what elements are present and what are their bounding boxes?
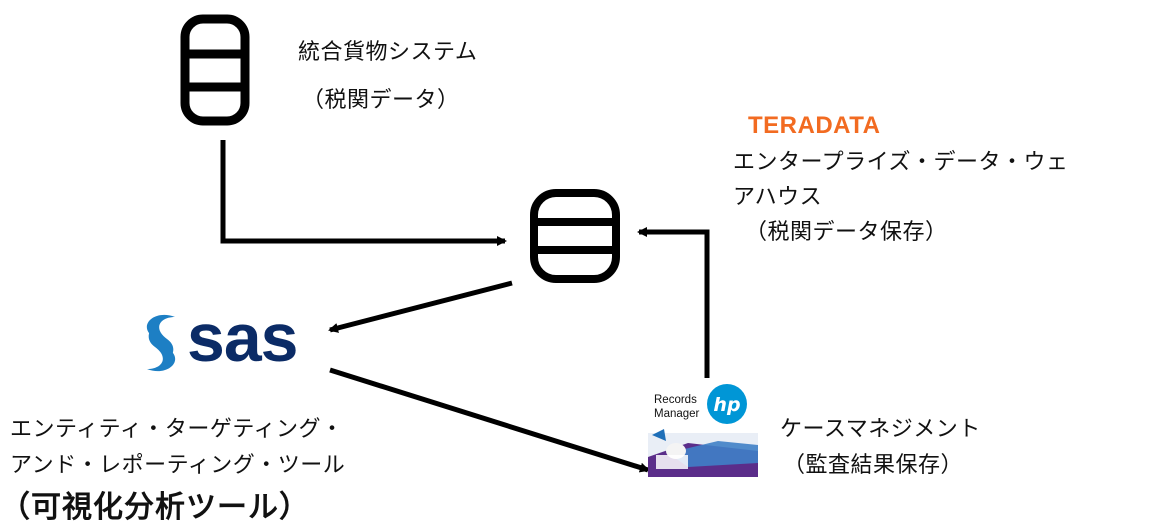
sas-tool-title-line1: エンティティ・ターゲティング・ [10,417,344,442]
warehouse-title-line2: アハウス [733,185,823,210]
arrow-sas-to-case [329,367,650,473]
cargo-system-subtitle: （税関データ） [302,88,460,113]
arrow-warehouse-to-sas [328,280,513,333]
records-manager-logo: Records Manager hp [648,383,758,477]
warehouse-subtitle: （税関データ保存） [745,220,948,245]
records-manager-graphic [648,429,758,477]
hp-logo-icon: hp [707,384,747,424]
svg-text:hp: hp [713,394,740,416]
records-manager-brand-line2: Manager [654,408,700,420]
sas-logo: sas [135,300,325,377]
database-icon [180,14,250,126]
sas-wordmark: sas [187,300,298,376]
warehouse-title-line1: エンタープライズ・データ・ウェ [733,150,1069,175]
cargo-system-title: 統合貨物システム [298,40,478,65]
arrow-cargo-to-warehouse [220,140,507,246]
case-mgmt-subtitle: （監査結果保存） [783,453,964,478]
arrow-case-to-warehouse [637,227,710,378]
sas-tool-title-line2: アンド・レポーティング・ツール [10,453,346,478]
case-mgmt-title: ケースマネジメント [780,417,981,442]
sas-tool-subtitle: （可視化分析ツール） [0,490,310,525]
sas-swirl-icon [146,314,176,372]
database-icon [530,189,620,283]
teradata-logo: TERADATA [748,112,881,139]
records-manager-brand-line1: Records [654,394,697,406]
